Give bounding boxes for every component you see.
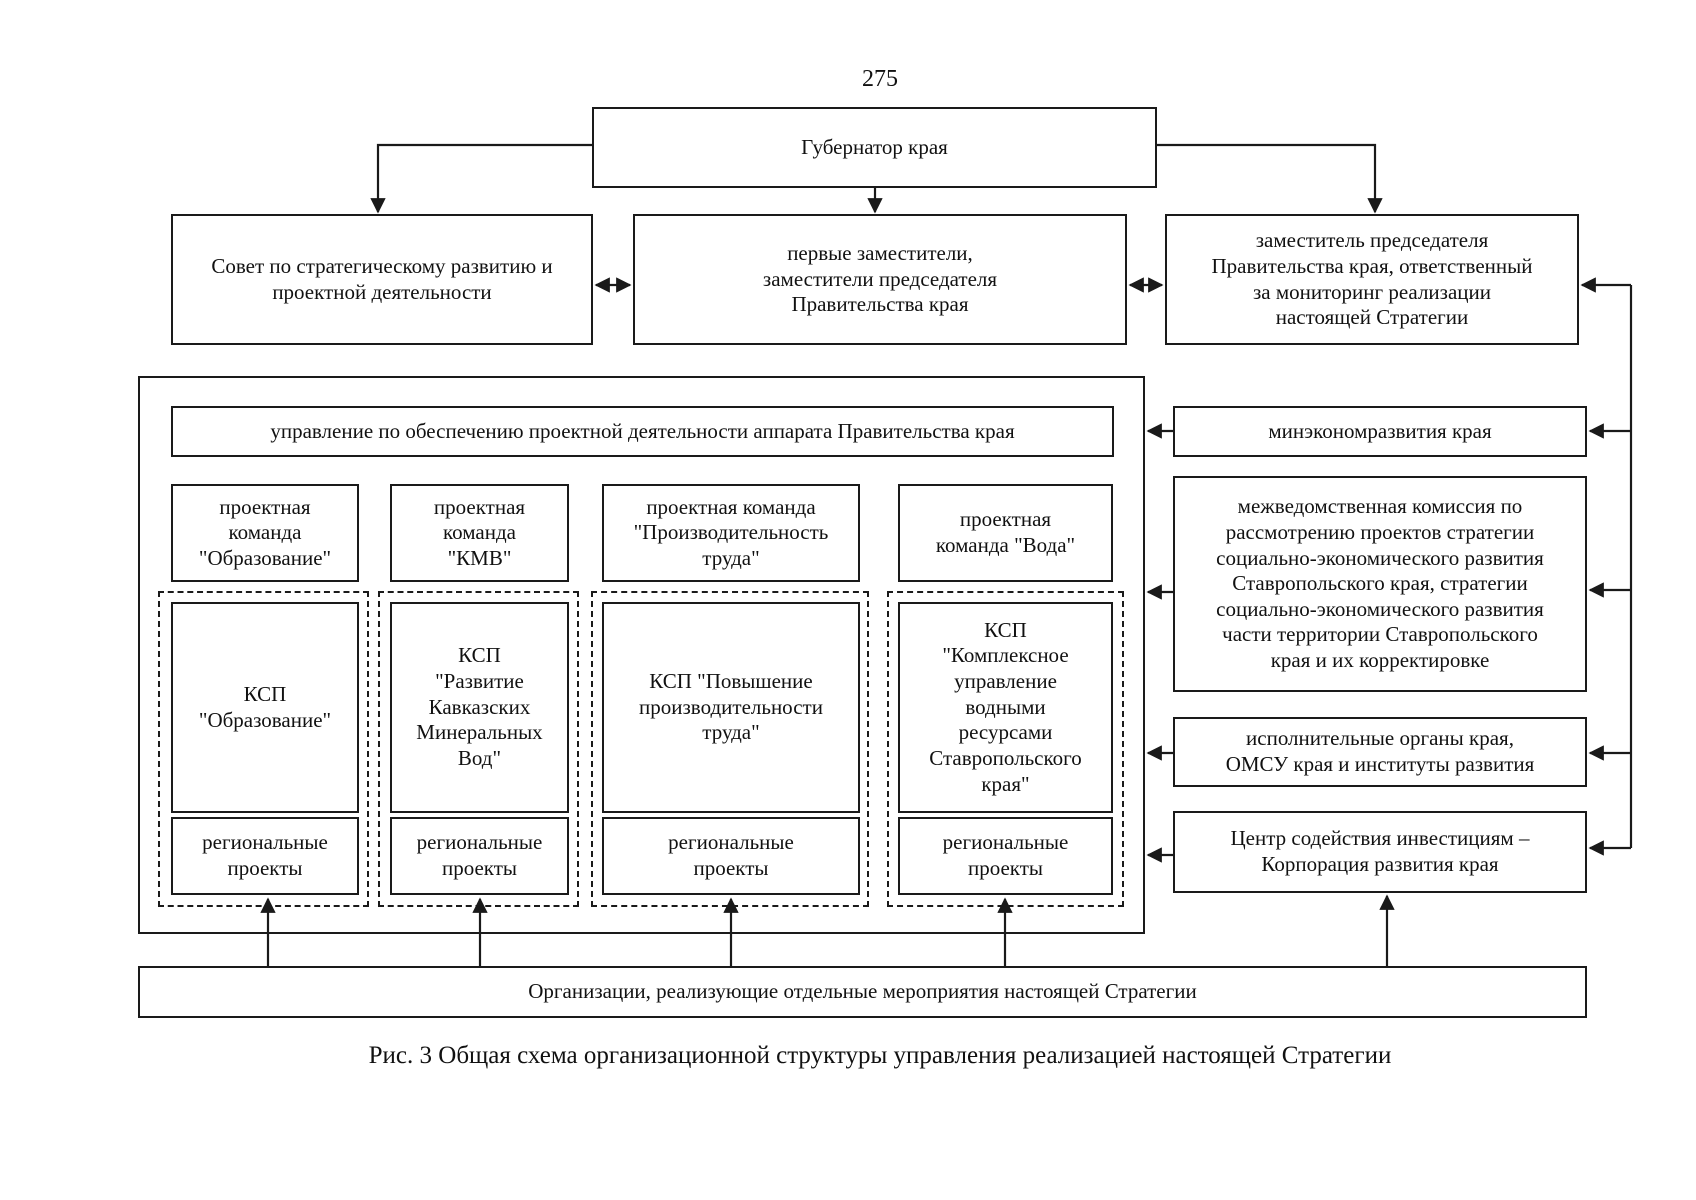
deputy-monitoring-box: заместитель председателя Правительства к… bbox=[1165, 214, 1579, 345]
executive-bodies-box: исполнительные органы края, ОМСУ края и … bbox=[1173, 717, 1587, 787]
figure-caption: Рис. 3 Общая схема организационной струк… bbox=[368, 1042, 1392, 1069]
project-office-box: управление по обеспечению проектной деят… bbox=[171, 406, 1114, 457]
ksp-box-productivity: КСП "Повышение производительности труда" bbox=[602, 602, 860, 813]
first-deputies-box: первые заместители, заместители председа… bbox=[633, 214, 1127, 345]
ksp-box-water: КСП "Комплексное управление водными ресу… bbox=[898, 602, 1113, 813]
team-box-productivity: проектная команда "Производительность тр… bbox=[602, 484, 860, 582]
ksp-box-kmv: КСП "Развитие Кавказских Минеральных Вод… bbox=[390, 602, 569, 813]
regional-projects-education: региональные проекты bbox=[171, 817, 359, 895]
governor-box: Губернатор края bbox=[592, 107, 1157, 188]
regional-projects-productivity: региональные проекты bbox=[602, 817, 860, 895]
organizations-box: Организации, реализующие отдельные мероп… bbox=[138, 966, 1587, 1018]
ksp-box-education: КСП "Образование" bbox=[171, 602, 359, 813]
team-box-education: проектная команда "Образование" bbox=[171, 484, 359, 582]
project-management-frame bbox=[138, 376, 1145, 934]
regional-projects-water: региональные проекты bbox=[898, 817, 1113, 895]
council-box: Совет по стратегическому развитию и прое… bbox=[171, 214, 593, 345]
regional-projects-kmv: региональные проекты bbox=[390, 817, 569, 895]
arrow-governor-council bbox=[370, 143, 592, 214]
mineconom-box: минэкономразвития края bbox=[1173, 406, 1587, 457]
team-box-water: проектная команда "Вода" bbox=[898, 484, 1113, 582]
commission-box: межведомственная комиссия по рассмотрени… bbox=[1173, 476, 1587, 692]
arrow-governor-monitoring bbox=[1157, 143, 1383, 214]
team-box-kmv: проектная команда "КМВ" bbox=[390, 484, 569, 582]
page-number: 275 bbox=[862, 66, 898, 92]
invest-center-box: Центр содействия инвестициям – Корпораци… bbox=[1173, 811, 1587, 893]
